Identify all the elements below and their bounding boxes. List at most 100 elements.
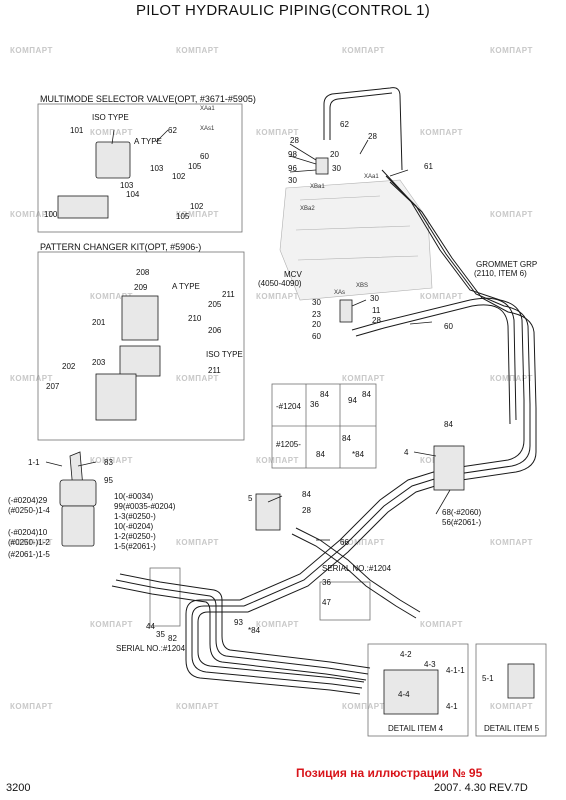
part-callout: 30 [312, 298, 321, 307]
part-callout: 10(-#0034) [114, 492, 154, 501]
illustration-note: Позиция на иллюстрации № 95 [296, 766, 483, 780]
part-callout: 1-3(#0250-) [114, 512, 156, 521]
part-callout: (#0250-)1-2 [8, 538, 50, 547]
part-callout: 4-1-1 [446, 666, 465, 675]
part-callout: 23 [312, 310, 321, 319]
detail-item5-label: DETAIL ITEM 5 [484, 724, 540, 733]
part-callout: 211 [222, 290, 235, 299]
watermark-tile: КОМПАРТ [490, 702, 533, 711]
part-callout: 208 [136, 268, 150, 277]
detail-item5-box [475, 643, 547, 737]
part-callout: 1-1 [28, 458, 40, 467]
part-callout: (#0250-)1-4 [8, 506, 50, 515]
watermark-tile: КОМПАРТ [10, 702, 53, 711]
mcv-label: MCV [284, 270, 302, 279]
serial-inset-2 [319, 581, 371, 621]
part-callout: (#2061-)1-5 [8, 550, 50, 559]
part-callout: 47 [322, 598, 331, 607]
part-callout: 5-1 [482, 674, 494, 683]
detail-item4-box [367, 643, 469, 737]
part-callout: 1-2(#0250-) [114, 532, 156, 541]
joystick-assembly [59, 451, 97, 547]
watermark-tile: КОМПАРТ [420, 128, 463, 137]
multimode-box [37, 103, 243, 233]
part-callout: 102 [190, 202, 204, 211]
watermark-tile: КОМПАРТ [176, 46, 219, 55]
table-cell: 36 [310, 400, 319, 409]
date-revision: 2007. 4.30 REV.7D [434, 782, 528, 794]
leader-lines [45, 129, 451, 541]
watermark-tile: КОМПАРТ [342, 702, 385, 711]
part-callout: 203 [92, 358, 106, 367]
watermark-tile: КОМПАРТ [176, 702, 219, 711]
part-callout: 28 [368, 132, 377, 141]
part-callout: 4-4 [398, 690, 410, 699]
part-callout: 62 [168, 126, 177, 135]
watermark-tile: КОМПАРТ [176, 210, 219, 219]
watermark-tile: КОМПАРТ [490, 210, 533, 219]
watermark-tile: КОМПАРТ [10, 210, 53, 219]
detail-item4-label: DETAIL ITEM 4 [388, 724, 444, 733]
part-callout: 61 [424, 162, 433, 171]
port-xas: XAs [334, 290, 346, 296]
part-callout: 99(#0035-#0204) [114, 502, 176, 511]
part-callout: 11 [372, 306, 381, 315]
part-callout: 30 [288, 176, 297, 185]
part-callout: 101 [70, 126, 84, 135]
part-callout: 60 [312, 332, 321, 341]
part-callout: 30 [370, 294, 379, 303]
grommet-label: GROMMET GRP [476, 260, 538, 269]
part-callout: 209 [134, 283, 148, 292]
part-callout: 93 [234, 618, 243, 627]
part-callout: 105 [188, 162, 202, 171]
part-callout: 1-5(#2061-) [114, 542, 156, 551]
part-callout: 4-1 [446, 702, 458, 711]
part-callout: 205 [208, 300, 222, 309]
page-number: 3200 [6, 782, 31, 794]
watermark-tile: КОМПАРТ [420, 620, 463, 629]
iso-type-label: ISO TYPE [92, 113, 129, 122]
pattern-box [37, 251, 245, 441]
part-callout: 210 [188, 314, 202, 323]
multimode-header: MULTIMODE SELECTOR VALVE(OPT, #3671-#590… [40, 94, 256, 104]
part-callout: 5 [248, 494, 253, 503]
part-callout: 36 [322, 578, 331, 587]
port-xba2: XBa2 [300, 206, 315, 212]
watermark-tile: КОМПАРТ [176, 374, 219, 383]
part-callout: 206 [208, 326, 222, 335]
part-callout: 60 [200, 152, 209, 161]
port-xaa1-b: XAa1 [200, 106, 215, 112]
watermark-tile: КОМПАРТ [342, 374, 385, 383]
part-callout: 83 [104, 458, 113, 467]
part-callout: 28 [372, 316, 381, 325]
part-callout: 82 [168, 634, 177, 643]
watermark-tile: КОМПАРТ [342, 538, 385, 547]
part-callout: 98 [288, 150, 297, 159]
part-callout: 202 [62, 362, 76, 371]
part-callout: 104 [126, 190, 140, 199]
table-cell: 84 [342, 434, 351, 443]
part-callout: 60 [444, 322, 453, 331]
serial-label-1: SERIAL NO.:#1204 [322, 564, 392, 573]
watermark-tile: КОМПАРТ [256, 456, 299, 465]
table-cell: 84 [320, 390, 329, 399]
watermark-tile: КОМПАРТ [256, 292, 299, 301]
watermark-tile: КОМПАРТ [490, 374, 533, 383]
watermark-tile: КОМПАРТ [10, 46, 53, 55]
page-title: PILOT HYDRAULIC PIPING(CONTROL 1) [135, 2, 431, 19]
part-callout: 103 [120, 181, 134, 190]
part-callout: 56(#2061-) [442, 518, 482, 527]
part-callout: 211 [208, 366, 221, 375]
iso-type-label-2: ISO TYPE [206, 350, 243, 359]
serial-inset-1 [149, 567, 181, 627]
table-row-1: -#1204 [276, 402, 301, 411]
pattern-header: PATTERN CHANGER KIT(OPT, #5906-) [40, 242, 202, 252]
part-callout: 100 [44, 210, 58, 219]
part-callout: 84 [302, 490, 311, 499]
part-callout: 102 [172, 172, 186, 181]
part-callout: 44 [146, 622, 155, 631]
part-callout: 105 [176, 212, 190, 221]
table-cell: 94 [348, 396, 357, 405]
watermark-tile: КОМПАРТ [256, 128, 299, 137]
part-callout: 62 [340, 120, 349, 129]
